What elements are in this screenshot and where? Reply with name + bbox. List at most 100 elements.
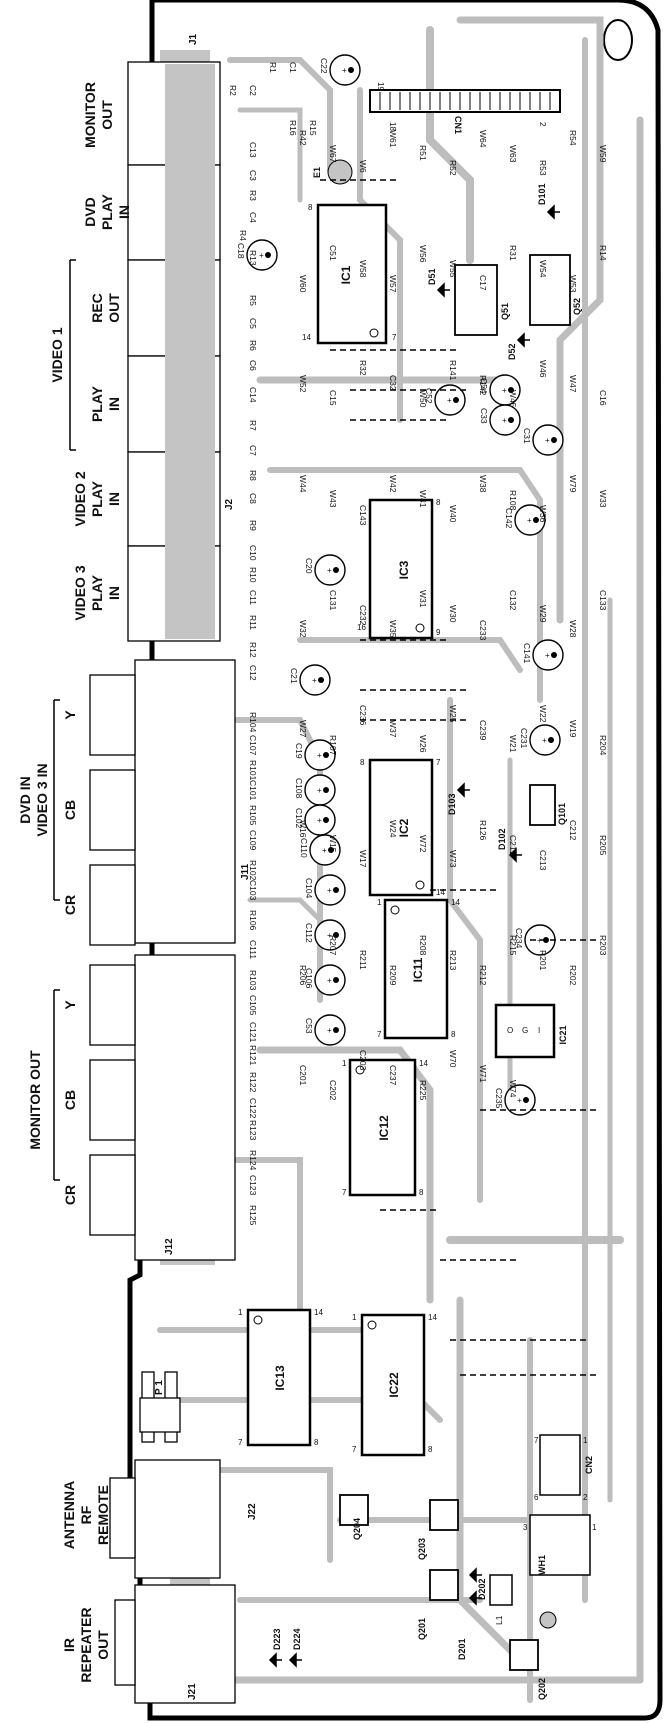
d52-label: D52 bbox=[507, 343, 517, 360]
misc-r207: R207 bbox=[328, 935, 338, 956]
cap-c235: + bbox=[504, 1084, 536, 1116]
monitor-out-cb: CB bbox=[62, 1090, 78, 1110]
ref-r7: R7 bbox=[248, 420, 258, 431]
cap-c102: + bbox=[304, 804, 336, 836]
misc-w36: W36 bbox=[538, 505, 548, 523]
ir-line2: REPEATER bbox=[78, 1607, 94, 1682]
q201-body bbox=[429, 1569, 459, 1601]
misc-w21: W21 bbox=[508, 735, 518, 753]
misc-r201: R201 bbox=[538, 950, 548, 971]
misc-w56: W56 bbox=[418, 245, 428, 263]
ic2-pin8: 8 bbox=[360, 758, 365, 767]
ic3-pin9: 9 bbox=[436, 628, 441, 637]
ref-c123: C123 bbox=[248, 1175, 258, 1196]
misc-r208: R208 bbox=[418, 935, 428, 956]
misc-w55: W55 bbox=[448, 260, 458, 278]
monitor-out-jacks bbox=[89, 954, 236, 1261]
misc-w47: W47 bbox=[568, 375, 578, 393]
cn2-connector: CN2 7 1 6 2 bbox=[534, 1434, 594, 1502]
ic21-regulator: O G I IC21 bbox=[494, 1003, 568, 1059]
misc-r126: R126 bbox=[478, 820, 488, 841]
misc-w58: W58 bbox=[358, 260, 368, 278]
ic12-pin1: 1 bbox=[342, 1059, 347, 1068]
misc-c133: C133 bbox=[598, 590, 608, 611]
cn2-pin1: 1 bbox=[583, 1436, 588, 1445]
misc-designators: R42W67W6W61R51R52W64W63R53R54W59W60C51W5… bbox=[298, 130, 608, 1101]
misc-r202: R202 bbox=[568, 965, 578, 986]
jumper-wires bbox=[320, 179, 600, 1376]
monitor-out-title: MONITOR OUT bbox=[27, 1050, 43, 1150]
q202-label: Q202 bbox=[537, 1678, 547, 1700]
ic22-body bbox=[360, 1313, 426, 1457]
svg-text:+: + bbox=[317, 816, 322, 825]
cap-label-c231: C231 bbox=[519, 728, 529, 749]
svg-text:+: + bbox=[322, 846, 327, 855]
misc-components: E1 L1 bbox=[312, 159, 557, 1629]
ic13-pin7: 7 bbox=[238, 1438, 243, 1447]
dvd-in-jacks bbox=[89, 659, 236, 946]
jack-rec-out-line1: REC bbox=[89, 293, 105, 323]
misc-r206: R206 bbox=[298, 965, 308, 986]
cap-label-c108: C108 bbox=[294, 778, 304, 799]
e1-label: E1 bbox=[312, 167, 322, 178]
cn1-pin2: 2 bbox=[538, 122, 547, 127]
wh1-pin1: 1 bbox=[592, 1523, 597, 1532]
jack-dvd-play-line1: DVD bbox=[82, 197, 98, 227]
antenna-line1: ANTENNA bbox=[61, 1481, 77, 1549]
ic-pin-numbers: 8 14 7 16 8 9 8 7 14 1 7 14 8 1 7 14 8 1… bbox=[238, 203, 460, 1454]
ref-c14: C14 bbox=[248, 387, 258, 403]
ic21-label: IC21 bbox=[558, 1025, 568, 1044]
misc-r213: R213 bbox=[448, 950, 458, 971]
ref-r10: R10 bbox=[248, 567, 258, 583]
ref-c8: C8 bbox=[248, 493, 258, 504]
ref-r123: R123 bbox=[248, 1120, 258, 1141]
ic-pin1-dots bbox=[253, 328, 425, 1330]
misc-w31: W31 bbox=[418, 590, 428, 608]
cap-c142: + bbox=[514, 504, 546, 536]
misc-w33: W33 bbox=[598, 490, 608, 508]
misc-c237: C237 bbox=[388, 1065, 398, 1086]
misc-w61: W61 bbox=[388, 130, 398, 148]
misc-w29: W29 bbox=[538, 605, 548, 623]
misc-w24: W24 bbox=[388, 820, 398, 838]
q52-label: Q52 bbox=[572, 298, 582, 315]
ref-r1: R1 bbox=[268, 62, 278, 73]
svg-text:+: + bbox=[517, 1096, 522, 1105]
ref-r4: R4 bbox=[238, 230, 248, 241]
svg-text:+: + bbox=[527, 516, 532, 525]
misc-w43: W43 bbox=[328, 490, 338, 508]
ref-p1: P 1 bbox=[154, 1380, 165, 1395]
misc-w79: W79 bbox=[568, 475, 578, 493]
cap-c112: + bbox=[314, 919, 346, 951]
dvd-in-bracket bbox=[53, 699, 60, 901]
cap-label-c106: C106 bbox=[304, 968, 314, 989]
svg-text:+: + bbox=[317, 751, 322, 760]
misc-c239: C239 bbox=[478, 720, 488, 741]
cap-c53: + bbox=[314, 1014, 346, 1046]
ic1-pin14: 14 bbox=[302, 333, 311, 342]
ic11-pin1: 1 bbox=[377, 898, 382, 907]
cap-c18: + bbox=[246, 239, 278, 271]
ref-c2: C2 bbox=[248, 85, 258, 96]
cap-label-c235: C235 bbox=[494, 1088, 504, 1109]
cap-label-c53: C53 bbox=[304, 1018, 314, 1034]
wh1-label: WH1 bbox=[537, 1555, 547, 1575]
misc-w15: W15 bbox=[328, 835, 338, 853]
ref-c121: C121 bbox=[248, 1022, 258, 1043]
misc-c17: C17 bbox=[478, 275, 488, 291]
ref-r121: R121 bbox=[248, 1045, 258, 1066]
ref-c1: C1 bbox=[288, 62, 298, 73]
misc-w19: W19 bbox=[568, 720, 578, 738]
d103-label: D103 bbox=[447, 793, 457, 815]
ic1-pin8: 8 bbox=[308, 203, 313, 212]
cap-c141: + bbox=[532, 639, 564, 671]
d223-label: D223 bbox=[272, 1628, 282, 1650]
ref-c13: C13 bbox=[248, 142, 258, 158]
misc-w67: W67 bbox=[328, 145, 338, 163]
ic13-label: IC13 bbox=[273, 1365, 287, 1391]
misc-w40: W40 bbox=[448, 505, 458, 523]
d224-label: D224 bbox=[292, 1628, 302, 1650]
misc-w16: W16 bbox=[298, 820, 308, 838]
